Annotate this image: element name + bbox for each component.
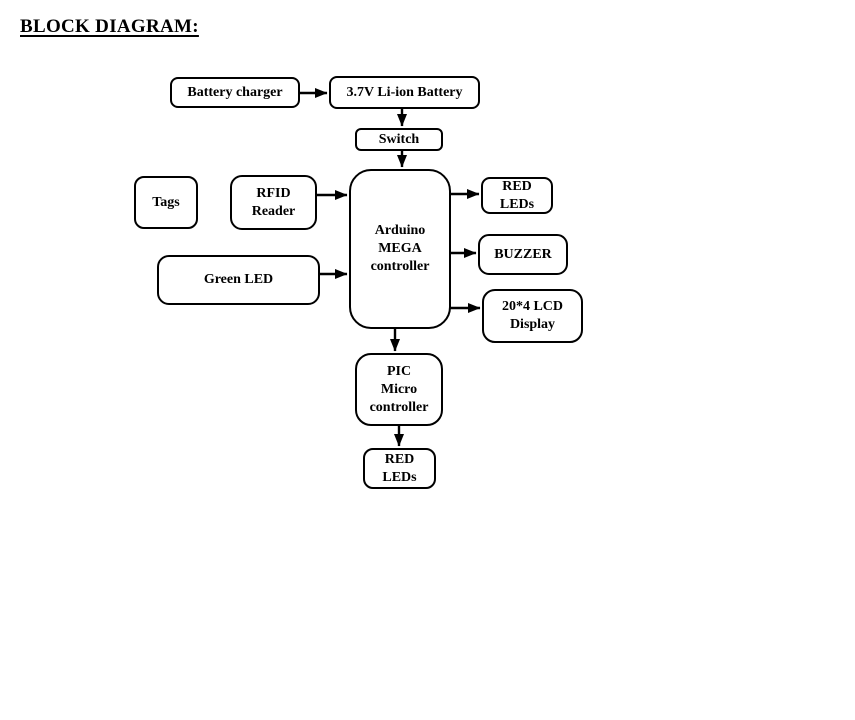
block-arduino-mega-controller-label: Arduino <box>374 223 426 238</box>
block-arduino-mega-controller-label: MEGA <box>378 241 422 256</box>
block-lcd-display-label: Display <box>509 317 556 332</box>
block-tags-label: Tags <box>152 194 180 210</box>
block-buzzer: BUZZER <box>478 234 568 275</box>
block-rfid-reader: RFID Reader <box>230 175 317 230</box>
block-red-leds-bottom-label: RED <box>384 451 415 467</box>
block-pic-micro-controller: PIC Micro controller <box>355 353 443 426</box>
block-li-ion-battery: 3.7V Li-ion Battery <box>329 76 480 109</box>
block-red-leds-bottom: RED LEDs <box>363 448 436 489</box>
block-pic-micro-controller-label: controller <box>369 399 429 415</box>
block-rfid-reader-label: Reader <box>251 203 296 219</box>
block-red-leds-top: RED LEDs <box>481 177 553 214</box>
block-rfid-reader-label: RFID <box>256 185 291 201</box>
block-pic-micro-controller-label: Micro <box>380 381 418 397</box>
page-title: BLOCK DIAGRAM: <box>20 16 199 37</box>
block-switch-label: Switch <box>378 131 420 147</box>
block-red-leds-bottom-label: LEDs <box>382 469 417 485</box>
block-li-ion-battery-label: 3.7V Li-ion Battery <box>346 84 463 100</box>
block-lcd-display-label: 20*4 LCD <box>501 299 564 314</box>
block-green-led-label: Green LED <box>203 272 274 287</box>
block-lcd-display: 20*4 LCD Display <box>482 289 583 343</box>
block-red-leds-top-label: RED <box>502 178 532 194</box>
block-arduino-mega-controller-label: controller <box>370 259 430 274</box>
block-tags: Tags <box>134 176 198 229</box>
block-pic-micro-controller-label: PIC <box>386 363 412 379</box>
block-battery-charger: Battery charger <box>170 77 300 108</box>
block-red-leds-top-label: LEDs <box>499 196 535 212</box>
block-green-led: Green LED <box>157 255 320 305</box>
block-buzzer-label: BUZZER <box>494 246 552 262</box>
block-switch: Switch <box>355 128 443 151</box>
block-battery-charger-label: Battery charger <box>187 84 283 100</box>
